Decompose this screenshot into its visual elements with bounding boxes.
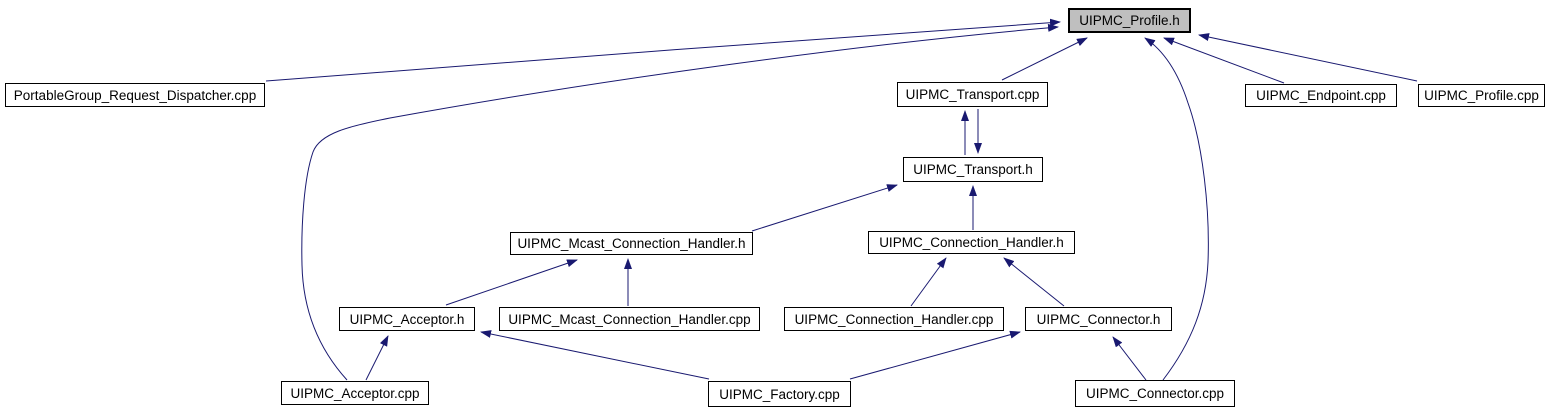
edge-pg_dispatcher_cpp-to-profile_h (265, 18, 1061, 82)
node-connector_h[interactable]: UIPMC_Connector.h (1025, 307, 1172, 331)
node-transport_cpp[interactable]: UIPMC_Transport.cpp (897, 82, 1048, 107)
node-label: UIPMC_Connector.cpp (1085, 386, 1225, 401)
node-profile_h: UIPMC_Profile.h (1068, 8, 1191, 33)
node-label: UIPMC_Connection_Handler.h (879, 235, 1064, 250)
node-acceptor_cpp[interactable]: UIPMC_Acceptor.cpp (281, 381, 429, 405)
node-mcast_h[interactable]: UIPMC_Mcast_Connection_Handler.h (510, 232, 753, 255)
edge-acceptor_h-to-mcast_h (445, 259, 578, 306)
node-label: UIPMC_Mcast_Connection_Handler.cpp (508, 311, 751, 327)
edge-acceptor_cpp-to-acceptor_h (365, 335, 389, 381)
edge-connector_cpp-to-profile_h (1144, 37, 1209, 381)
edge-transport_cpp-to-profile_h (1001, 37, 1088, 81)
node-label: UIPMC_Mcast_Connection_Handler.h (517, 236, 746, 251)
node-factory_cpp[interactable]: UIPMC_Factory.cpp (708, 381, 851, 407)
node-label: UIPMC_Connection_Handler.cpp (794, 311, 994, 327)
node-ch_cpp[interactable]: UIPMC_Connection_Handler.cpp (784, 307, 1004, 331)
edge-connector_h-to-ch_h (1003, 257, 1065, 307)
edge-ch_cpp-to-ch_h (910, 257, 947, 307)
edge-acceptor_cpp-to-profile_h (301, 23, 1059, 381)
node-connector_cpp[interactable]: UIPMC_Connector.cpp (1075, 380, 1235, 407)
node-label: UIPMC_Factory.cpp (719, 386, 840, 402)
node-endpoint_cpp[interactable]: UIPMC_Endpoint.cpp (1245, 84, 1397, 107)
node-transport_h[interactable]: UIPMC_Transport.h (903, 157, 1043, 182)
node-profile_cpp[interactable]: UIPMC_Profile.cpp (1418, 84, 1545, 107)
node-acceptor_h[interactable]: UIPMC_Acceptor.h (339, 307, 475, 331)
node-label: UIPMC_Endpoint.cpp (1256, 88, 1386, 103)
node-ch_h[interactable]: UIPMC_Connection_Handler.h (868, 231, 1075, 254)
edge-factory_cpp-to-acceptor_h (480, 330, 710, 380)
node-label: PortableGroup_Request_Dispatcher.cpp (13, 87, 257, 103)
node-label: UIPMC_Profile.h (1079, 13, 1180, 28)
edge-factory_cpp-to-connector_h (849, 330, 1021, 380)
node-label: UIPMC_Transport.h (913, 162, 1033, 177)
node-pg_dispatcher_cpp[interactable]: PortableGroup_Request_Dispatcher.cpp (5, 83, 265, 107)
edge-endpoint_cpp-to-profile_h (1163, 37, 1285, 84)
edge-profile_cpp-to-profile_h (1198, 33, 1418, 82)
node-label: UIPMC_Acceptor.cpp (290, 385, 420, 401)
node-label: UIPMC_Profile.cpp (1424, 88, 1539, 103)
node-label: UIPMC_Acceptor.h (349, 311, 465, 327)
node-label: UIPMC_Transport.cpp (905, 87, 1040, 102)
edge-mcast_h-to-transport_h (751, 184, 898, 232)
edge-connector_cpp-to-connector_h (1112, 336, 1147, 381)
node-label: UIPMC_Connector.h (1036, 311, 1161, 327)
node-mcast_cpp[interactable]: UIPMC_Mcast_Connection_Handler.cpp (499, 307, 760, 331)
